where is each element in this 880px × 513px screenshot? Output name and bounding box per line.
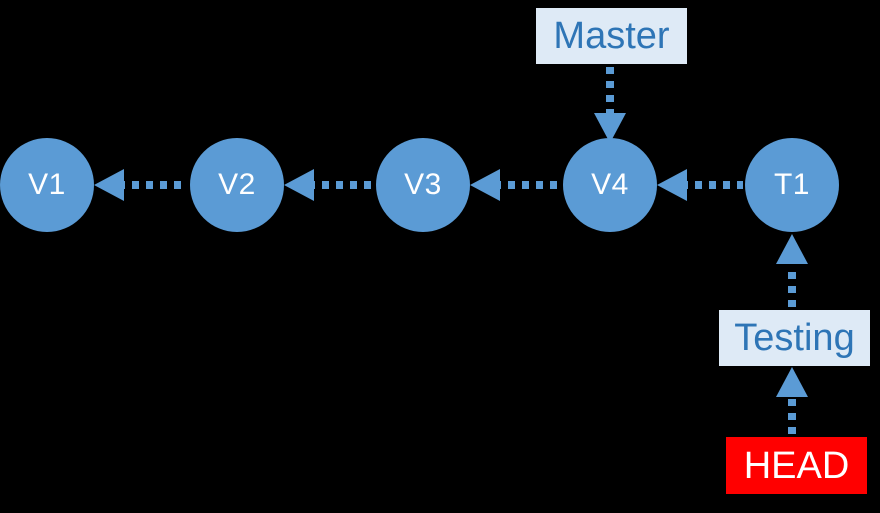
branch-label-text: Master bbox=[553, 15, 670, 57]
commit-node-label: T1 bbox=[773, 168, 810, 201]
edge-head-to-testing bbox=[776, 367, 808, 434]
head-pointer-text: HEAD bbox=[743, 444, 850, 487]
commit-node-t1[interactable]: T1 bbox=[745, 138, 839, 232]
commit-node-v1[interactable]: V1 bbox=[0, 138, 94, 232]
commit-node-label: V4 bbox=[591, 168, 629, 201]
commit-node-v3[interactable]: V3 bbox=[376, 138, 470, 232]
edge-v3-to-v2 bbox=[284, 169, 372, 201]
commit-node-label: V2 bbox=[218, 168, 256, 201]
edge-master-to-v4 bbox=[594, 67, 626, 143]
edge-v4-to-v3 bbox=[470, 169, 559, 201]
edge-v2-to-v1 bbox=[94, 169, 186, 201]
head-pointer-label[interactable]: HEAD bbox=[726, 437, 867, 494]
edge-t1-to-v4 bbox=[657, 169, 743, 201]
branch-label-text: Testing bbox=[734, 317, 855, 359]
commit-node-label: V1 bbox=[28, 168, 66, 201]
edge-testing-to-t1 bbox=[776, 234, 808, 307]
branch-label-testing[interactable]: Testing bbox=[719, 310, 870, 366]
branch-label-master[interactable]: Master bbox=[536, 8, 687, 64]
commit-node-label: V3 bbox=[404, 168, 442, 201]
commit-node-v4[interactable]: V4 bbox=[563, 138, 657, 232]
commit-node-v2[interactable]: V2 bbox=[190, 138, 284, 232]
